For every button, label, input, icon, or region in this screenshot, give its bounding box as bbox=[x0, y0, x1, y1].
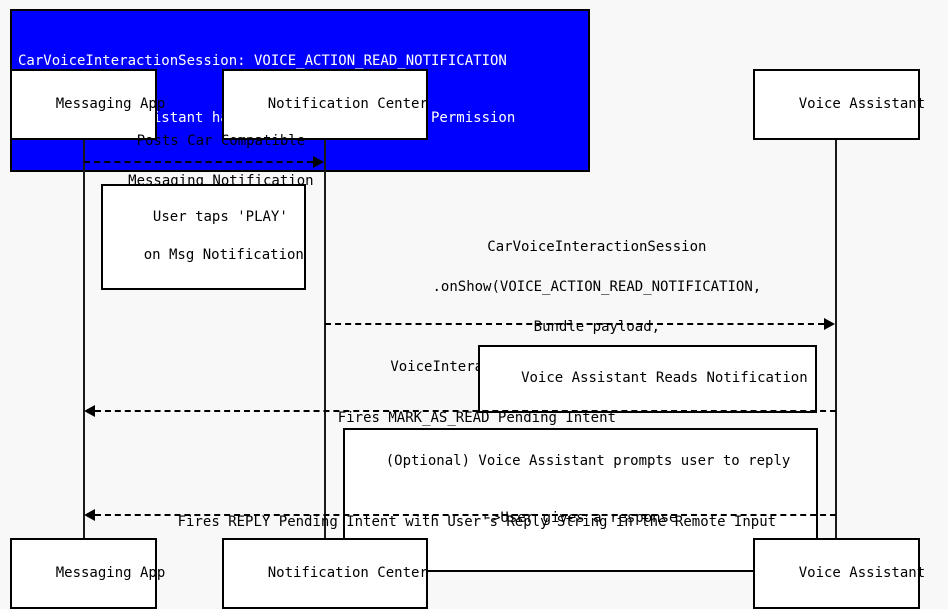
message-label-fires-reply-pending-intent: Fires REPLY Pending Intent with User's R… bbox=[84, 492, 836, 552]
note-line-1: Voice Assistant Reads Notification bbox=[521, 370, 808, 386]
lifeline-messaging-app bbox=[83, 104, 85, 539]
participant-label: Voice Assistant bbox=[798, 565, 926, 581]
message-label-line-1: Fires REPLY Pending Intent with User's R… bbox=[177, 514, 777, 530]
participant-messaging-app-top[interactable]: Messaging App bbox=[10, 69, 165, 140]
participant-label: Messaging App bbox=[55, 96, 166, 112]
arrow-head-right-on-show bbox=[824, 318, 835, 330]
participant-notification-center-bottom[interactable]: Notification Center bbox=[222, 538, 428, 609]
message-label-fires-mark-as-read-pending-intent: Fires MARK_AS_READ Pending Intent bbox=[84, 388, 836, 448]
message-line-fires-reply-pending-intent bbox=[95, 514, 836, 516]
participant-label: Messaging App bbox=[55, 565, 166, 581]
note-line-2: on Msg Notification bbox=[143, 247, 304, 263]
sequence-diagram-canvas: CarVoiceInteractionSession: VOICE_ACTION… bbox=[10, 9, 925, 609]
message-label-line-3: Bundle payload, bbox=[533, 319, 661, 335]
diagram-title-line-1: CarVoiceInteractionSession: VOICE_ACTION… bbox=[18, 53, 507, 69]
arrow-head-left-mark-as-read bbox=[84, 405, 95, 417]
message-label-line-1: CarVoiceInteractionSession bbox=[487, 239, 707, 255]
participant-voice-assistant-bottom[interactable]: Voice Assistant bbox=[753, 538, 925, 609]
note-optional-prompt-user-to-reply: (Optional) Voice Assistant prompts user … bbox=[343, 428, 818, 572]
note-user-taps-play: User taps 'PLAY' on Msg Notification bbox=[101, 184, 306, 290]
arrow-head-left-reply bbox=[84, 509, 95, 521]
participant-messaging-app-bottom[interactable]: Messaging App bbox=[10, 538, 165, 609]
participant-label: Notification Center bbox=[267, 96, 428, 112]
participant-notification-center-top[interactable]: Notification Center bbox=[222, 69, 428, 140]
message-label-posts-car-compatible-messaging-notification: Posts Car Compatible Messaging Notificat… bbox=[84, 111, 324, 211]
lifeline-voice-assistant bbox=[835, 104, 837, 539]
message-line-on-show bbox=[325, 323, 824, 325]
arrow-head-right-posts-notification bbox=[313, 156, 324, 168]
message-line-fires-mark-as-read-pending-intent bbox=[95, 410, 836, 412]
message-line-posts-car-compatible-messaging-notification bbox=[84, 161, 313, 163]
note-line-1: User taps 'PLAY' bbox=[152, 209, 288, 225]
note-line-1: (Optional) Voice Assistant prompts user … bbox=[385, 453, 791, 469]
lifeline-notification-center bbox=[324, 104, 326, 539]
participant-voice-assistant-top[interactable]: Voice Assistant bbox=[753, 69, 925, 140]
message-label-line-1: Fires MARK_AS_READ Pending Intent bbox=[337, 410, 616, 426]
message-label-line-1: Posts Car Compatible bbox=[136, 133, 306, 149]
note-voice-assistant-reads-notification: Voice Assistant Reads Notification bbox=[478, 345, 817, 413]
participant-label: Voice Assistant bbox=[798, 96, 926, 112]
message-label-line-2: .onShow(VOICE_ACTION_READ_NOTIFICATION, bbox=[432, 279, 762, 295]
participant-label: Notification Center bbox=[267, 565, 428, 581]
